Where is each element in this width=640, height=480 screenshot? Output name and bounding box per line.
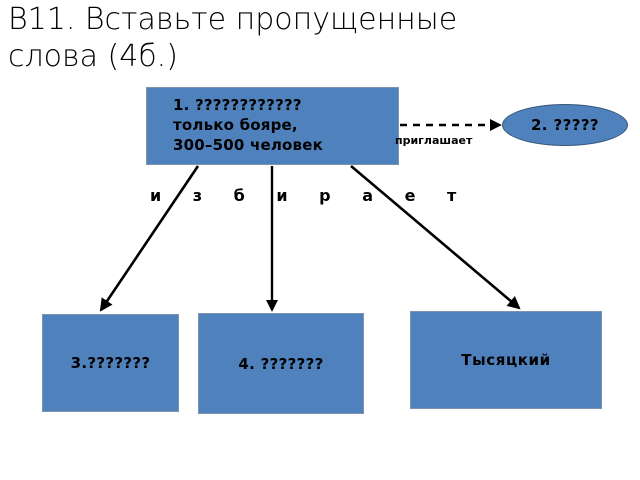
diagram-box-5-label: Тысяцкий [461, 351, 551, 369]
diagram-box-4[interactable]: 4. ??????? [198, 313, 364, 414]
verb-label-izbiraet: и з б и р а е т [150, 186, 470, 205]
diagram-box-3[interactable]: 3.??????? [42, 314, 179, 412]
diagram-ellipse-2[interactable]: 2. ????? [502, 104, 628, 146]
page-title: B11. Вставьте пропущенные слова (4б.) [8, 2, 458, 74]
diagram-box-5[interactable]: Тысяцкий [410, 311, 602, 409]
diagram-box-3-label: 3.??????? [70, 354, 151, 372]
diagram-box-4-label: 4. ??????? [238, 354, 324, 373]
connector-label-invites: приглашает [395, 134, 473, 147]
diagram-box-veche-label: 1. ???????????? только бояре, 300–500 че… [173, 96, 323, 154]
diagram-ellipse-2-label: 2. ????? [530, 116, 600, 134]
diagram-box-veche[interactable]: 1. ???????????? только бояре, 300–500 че… [146, 87, 399, 165]
